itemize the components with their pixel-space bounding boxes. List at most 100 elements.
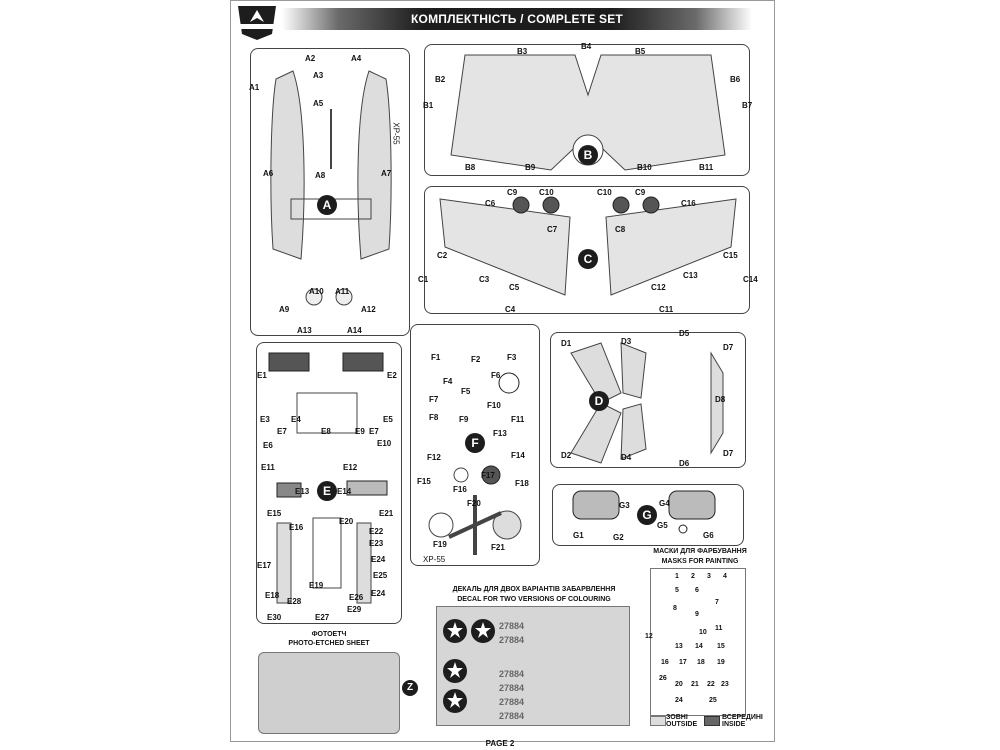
photoetch-letter: Z	[402, 680, 418, 696]
sprue-letter-c: C	[578, 249, 598, 269]
part-label: F15	[417, 477, 431, 486]
part-label: E22	[369, 527, 384, 536]
part-label: D7	[723, 343, 734, 352]
part-label: D7	[723, 449, 734, 458]
part-label: C8	[615, 225, 626, 234]
part-label: E25	[373, 571, 388, 580]
masks-sheet: 1 2 3 4 5 6 7 8 9 10 11 12 13 14 15 16 1…	[645, 568, 746, 716]
part-label: F7	[429, 395, 439, 404]
part-label: E16	[289, 523, 304, 532]
sprue-letter-f: F	[465, 433, 485, 453]
part-label: F18	[515, 479, 529, 488]
part-label: E26	[349, 593, 364, 602]
part-label: E14	[337, 487, 352, 496]
sprue-g-drawing	[572, 490, 716, 534]
legend-outside-swatch	[650, 716, 666, 726]
mask-number: 25	[709, 697, 717, 704]
mask-number: 17	[679, 659, 687, 666]
photoetch-title-ua: ФОТОЕТЧ	[311, 631, 347, 638]
part-label: G2	[613, 533, 624, 542]
part-label: F20	[467, 499, 481, 508]
sprue-f: F1 F2 F3 F4 F5 F6 F7 F8 F9 F10 F11 F12 F…	[410, 324, 540, 566]
sprue-f-drawing	[428, 372, 522, 555]
part-label: F4	[443, 377, 453, 386]
sprue-d-drawing	[570, 342, 724, 464]
part-label: E30	[267, 613, 282, 622]
mask-number: 15	[717, 643, 725, 650]
part-label: B4	[581, 42, 592, 51]
mask-number: 5	[675, 587, 679, 594]
legend-inside-swatch	[704, 716, 720, 726]
part-label: B1	[423, 101, 434, 110]
part-label: E21	[379, 509, 394, 518]
part-label: E20	[339, 517, 354, 526]
mask-number: 9	[695, 611, 699, 618]
page-title: КОМПЛЕКТНІСТЬ / COMPLETE SET	[411, 12, 623, 26]
sprue-d: D1 D2 D3 D4 D5 D6 D7 D7 D8 D	[550, 329, 746, 468]
part-label: E15	[267, 509, 282, 518]
mask-number: 4	[723, 573, 727, 580]
part-label: F9	[459, 415, 469, 424]
part-label: F8	[429, 413, 439, 422]
decal-title-ua: ДЕКАЛЬ ДЛЯ ДВОХ ВАРІАНТІВ ЗАБАРВЛЕННЯ	[452, 586, 616, 593]
sprue-letter-g: G	[637, 505, 657, 525]
page-frame	[230, 0, 775, 742]
decal-sheet: 27884 27884 27884 27884 27884 27884	[436, 606, 630, 726]
part-label: B9	[525, 163, 536, 172]
part-label: F11	[511, 415, 525, 424]
sprue-e: E1 E2 E3 E4 E5 E6 E7 E7 E8 E9 E10 E11 E1…	[256, 342, 402, 624]
part-label: C10	[597, 188, 612, 197]
part-label: F10	[487, 401, 501, 410]
part-label: F21	[491, 543, 505, 552]
part-label: B8	[465, 163, 476, 172]
part-label: F12	[427, 453, 441, 462]
part-label: A3	[313, 71, 324, 80]
mask-number: 6	[695, 587, 699, 594]
part-label: F6	[491, 371, 501, 380]
sprue-letter-e: E	[317, 481, 337, 501]
part-label: E1	[257, 371, 267, 380]
sprue-tag: XP-55	[391, 122, 401, 145]
mask-number: 14	[695, 643, 703, 650]
part-label: G6	[703, 531, 714, 540]
part-label: E8	[321, 427, 331, 436]
title-bar: КОМПЛЕКТНІСТЬ / COMPLETE SET	[282, 8, 752, 30]
part-label: F2	[471, 355, 481, 364]
sprue-b: B1 B2 B3 B4 B5 B6 B7 B8 B9 B10 B11 B	[423, 42, 752, 176]
part-label: E18	[265, 591, 280, 600]
sprue-e-drawing	[268, 352, 388, 604]
part-label: A1	[249, 83, 260, 92]
part-label: E19	[309, 581, 324, 590]
decal-serial: 27884	[499, 669, 525, 679]
decal-serial: 27884	[499, 697, 525, 707]
decal-serial: 27884	[499, 683, 525, 693]
part-label: E11	[261, 463, 275, 472]
part-label: C10	[539, 188, 554, 197]
part-label: D3	[621, 337, 632, 346]
part-label: F13	[493, 429, 507, 438]
part-label: D4	[621, 453, 632, 462]
mask-number: 19	[717, 659, 725, 666]
decal-serial: 27884	[499, 635, 525, 645]
part-label: E7	[369, 427, 379, 436]
sprue-letter-d: D	[589, 391, 609, 411]
part-label: A8	[315, 171, 326, 180]
masks-title-ua: МАСКИ ДЛЯ ФАРБУВАННЯ	[653, 548, 747, 555]
part-label: E7	[277, 427, 287, 436]
part-label: A11	[335, 287, 350, 296]
decal-title-en: DECAL FOR TWO VERSIONS OF COLOURING	[457, 596, 611, 603]
sprue-a: A1 A2 A3 A4 A5 A6 A7 A8 A9 A10 A11 A12 A…	[249, 48, 410, 336]
part-label: A7	[381, 169, 392, 178]
part-label: A14	[347, 326, 362, 335]
part-label: E5	[383, 415, 393, 424]
mask-number: 20	[675, 681, 683, 688]
sprue-letter-b: B	[578, 145, 598, 165]
brand-logo	[238, 6, 276, 40]
part-label: B6	[730, 75, 741, 84]
mask-number: 16	[661, 659, 669, 666]
part-label: C15	[723, 251, 738, 260]
photoetch-title-en: PHOTO-ETCHED SHEET	[288, 640, 370, 647]
part-label: C7	[547, 225, 558, 234]
part-label: E24	[371, 589, 386, 598]
part-label: E28	[287, 597, 302, 606]
